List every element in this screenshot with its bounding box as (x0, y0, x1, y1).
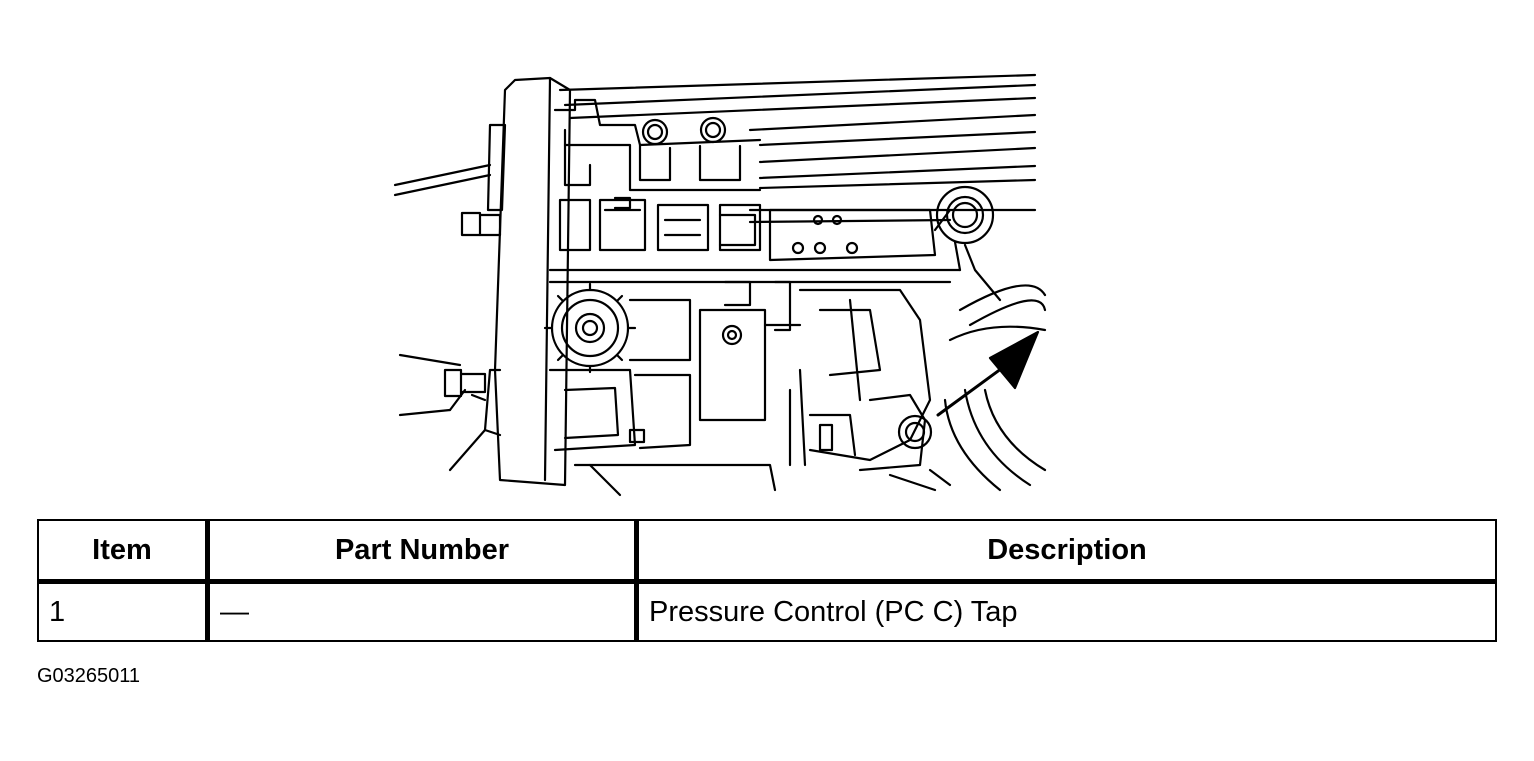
transmission-pressure-tap-illustration-icon (393, 73, 1047, 497)
parts-table: Item Part Number Description 1 — Pressur… (37, 519, 1497, 642)
row-description: Pressure Control (PC C) Tap (634, 580, 1497, 642)
figure-code: G03265011 (37, 665, 141, 687)
header-description: Description (634, 519, 1497, 584)
transmission-illustration (390, 70, 1050, 500)
header-part-number: Part Number (205, 519, 638, 584)
table-row: 1 — Pressure Control (PC C) Tap (37, 580, 1497, 642)
row-item: 1 (37, 580, 209, 642)
row-part-number: — (205, 580, 638, 642)
table-header-row: Item Part Number Description (37, 519, 1497, 584)
header-item: Item (37, 519, 209, 584)
